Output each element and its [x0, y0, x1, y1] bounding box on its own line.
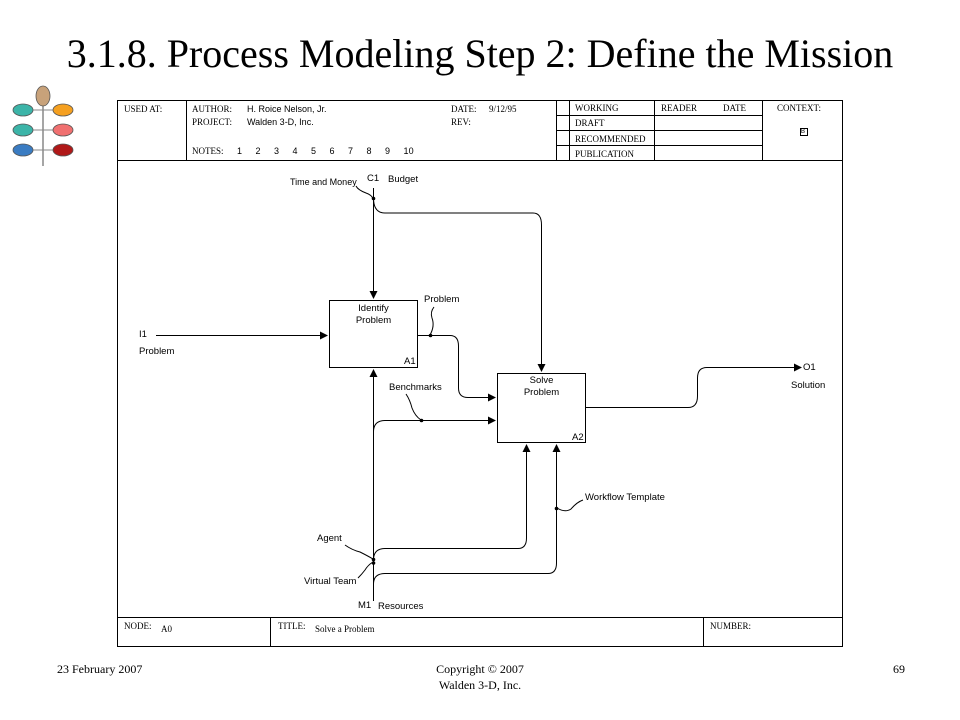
- rev-label: REV:: [451, 117, 471, 127]
- a1-output-label: Problem: [424, 294, 460, 305]
- logo-dot-left-top: [12, 103, 34, 117]
- benchmarks-label: Benchmarks: [389, 382, 442, 393]
- slide-title: 3.1.8. Process Modeling Step 2: Define t…: [66, 31, 894, 76]
- status-recommended: RECOMMENDED: [575, 134, 646, 144]
- virtual-team-label: Virtual Team: [304, 576, 357, 587]
- box-a2-label-2: Problem: [523, 387, 560, 398]
- input-code: I1: [139, 329, 147, 340]
- footer-company: Walden 3-D, Inc.: [438, 678, 522, 692]
- logo-dot-right-mid: [52, 123, 74, 137]
- notes-label: NOTES:: [192, 146, 224, 156]
- form-frame: [117, 100, 843, 647]
- node-value: A0: [161, 624, 172, 634]
- virtual-team-squiggle: [357, 561, 374, 579]
- control-code: C1: [367, 173, 380, 184]
- footer-copyright: Copyright © 2007: [436, 662, 524, 676]
- logo-dot-left-mid: [12, 123, 34, 137]
- arrow-benchmarks-a2: [373, 416, 496, 433]
- date-value: 9/12/95: [489, 104, 517, 114]
- control-label: Budget: [388, 174, 419, 185]
- context-label: CONTEXT:: [777, 103, 822, 113]
- workflow-squiggle: [556, 499, 584, 512]
- status-draft: DRAFT: [575, 118, 605, 128]
- author-label: AUTHOR:: [192, 104, 232, 114]
- control-squiggle: [355, 185, 374, 200]
- arrow-a1-output: [417, 335, 496, 402]
- notes-numbers: 1 2 3 4 5 6 7 8 9 10: [237, 146, 414, 156]
- project-label: PROJECT:: [192, 117, 233, 127]
- output-code: O1: [803, 362, 816, 373]
- arrow-agent-a2: [373, 444, 531, 561]
- status-working: WORKING: [575, 103, 619, 113]
- context-marker: B: [801, 129, 806, 135]
- input-label: Problem: [139, 346, 175, 357]
- status-publication: PUBLICATION: [575, 149, 635, 159]
- author-value: H. Roice Nelson, Jr.: [247, 104, 327, 114]
- reader-date-label: DATE: [723, 103, 746, 113]
- logo-dot-right-top: [52, 103, 74, 117]
- activity-box-a1: [329, 300, 418, 368]
- arrow-control-a2: [373, 197, 546, 372]
- footer-date: 23 February 2007: [57, 662, 143, 676]
- reader-label: READER: [661, 103, 697, 113]
- title-label: TITLE:: [278, 621, 306, 631]
- logo-dot-left-bottom: [12, 143, 34, 157]
- benchmarks-squiggle: [405, 393, 422, 421]
- box-a1-number: A1: [404, 356, 416, 367]
- mechanism-code: M1: [358, 600, 372, 611]
- box-a2-label-1: Solve: [529, 375, 554, 386]
- logo-dot-right-bottom: [52, 143, 74, 157]
- page-number: 69: [893, 662, 905, 676]
- box-a1-label-2: Problem: [355, 315, 392, 326]
- title-value: Solve a Problem: [315, 624, 375, 634]
- project-value: Walden 3-D, Inc.: [247, 117, 314, 127]
- node-label: NODE:: [124, 621, 152, 631]
- walden-logo: [12, 85, 74, 166]
- workflow-label: Workflow Template: [585, 492, 665, 503]
- used-at-label: USED AT:: [124, 104, 163, 114]
- box-a1-label-1: Identify: [358, 303, 389, 314]
- output-label: Solution: [791, 380, 826, 391]
- a1-output-squiggle: [429, 306, 435, 336]
- agent-squiggle: [344, 544, 374, 560]
- arrow-output-o1: [585, 363, 802, 408]
- box-a2-number: A2: [572, 432, 584, 443]
- logo-dot-top: [35, 85, 51, 107]
- number-label: NUMBER:: [710, 621, 752, 631]
- arrow-workflow-a2: [373, 444, 561, 595]
- date-label: DATE:: [451, 104, 477, 114]
- control-tunnel-label: Time and Money: [290, 177, 357, 187]
- agent-label: Agent: [317, 533, 342, 544]
- context-marker-box: [800, 128, 808, 136]
- mechanism-label: Resources: [378, 601, 424, 612]
